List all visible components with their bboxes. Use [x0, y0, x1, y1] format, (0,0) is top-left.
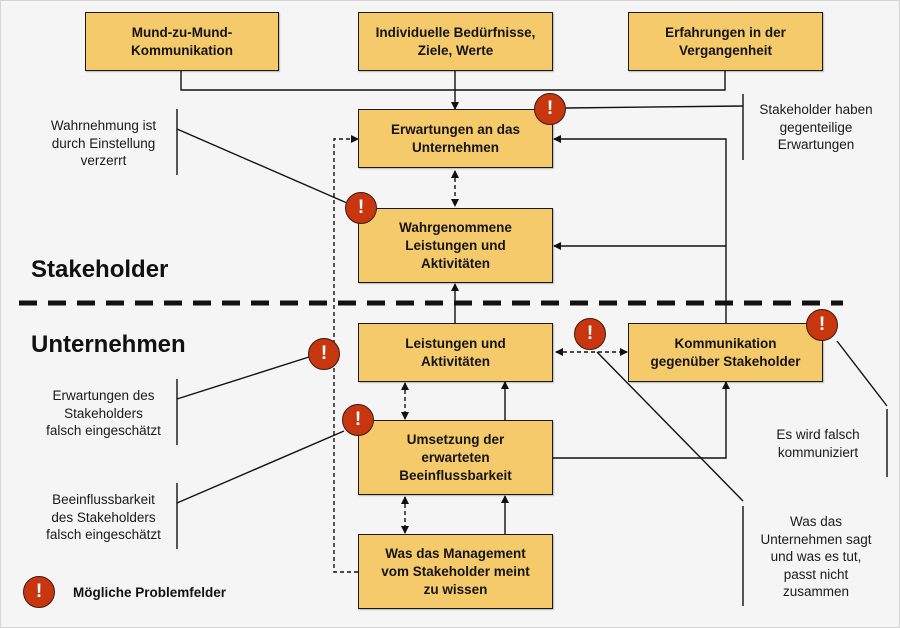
leader-sagt-tut — [596, 351, 744, 502]
connector-komm-erwartungen — [553, 135, 727, 323]
note-sagt-tut: Was das Unternehmen sagt und was es tut,… — [760, 514, 872, 599]
note-beeinflussbarkeit-falsch: Beeinflussbarkeit des Stakeholders falsc… — [46, 492, 161, 542]
warning-icon-erwartungen: ! — [534, 93, 566, 125]
warning-icon-leistungen-kommunikation: ! — [574, 318, 606, 350]
box-wahrgenommen: Wahrgenommene Leistungen und Aktivitäten — [358, 208, 553, 283]
box-erwartungen: Erwartungen an das Unternehmen — [358, 109, 553, 168]
box-erfahrungen: Erfahrungen in der Vergangenheit — [628, 12, 823, 71]
note-falsch-kommuniziert: Es wird falsch kommuniziert — [776, 427, 860, 460]
box-mund-zu-mund: Mund-zu-Mund- Kommunikation — [85, 12, 279, 71]
leader-beeinflussbarkeit — [176, 430, 345, 504]
leader-erwartungen-falsch — [176, 356, 310, 400]
note-erwartungen-falsch: Erwartungen des Stakeholders falsch eing… — [46, 388, 161, 438]
warning-icon-erwartungen-falsch: ! — [308, 338, 340, 370]
connector-umsetzung-kommunikation — [553, 381, 730, 459]
box-kommunikation: Kommunikation gegenüber Stakeholder — [628, 323, 823, 382]
section-label-stakeholder: Stakeholder — [31, 256, 169, 283]
leader-falsch-kommuniziert — [836, 340, 888, 407]
warning-icon-umsetzung: ! — [342, 404, 374, 436]
legend-label: Mögliche Problemfelder — [73, 585, 227, 600]
note-wahrnehmung: Wahrnehmung ist durch Einstellung verzer… — [50, 118, 157, 168]
leader-wahrnehmung — [176, 128, 348, 204]
warning-icon-kommunikation: ! — [806, 309, 838, 341]
legend-warning-icon: ! — [23, 576, 55, 608]
box-management: Was das Management vom Stakeholder meint… — [358, 534, 553, 609]
box-umsetzung: Umsetzung der erwarteten Beeinflussbarke… — [358, 420, 553, 495]
box-beduerfnisse: Individuelle Bedürfnisse, Ziele, Werte — [358, 12, 553, 71]
box-leistungen: Leistungen und Aktivitäten — [358, 323, 553, 382]
section-label-unternehmen: Unternehmen — [31, 331, 186, 358]
connector-erfahrungen — [455, 70, 726, 91]
connector-mund — [180, 70, 455, 91]
leader-gegenteilig — [565, 105, 744, 109]
note-gegenteilig: Stakeholder haben gegenteilige Erwartung… — [759, 102, 873, 152]
warning-icon-wahrgenommen: ! — [345, 192, 377, 224]
